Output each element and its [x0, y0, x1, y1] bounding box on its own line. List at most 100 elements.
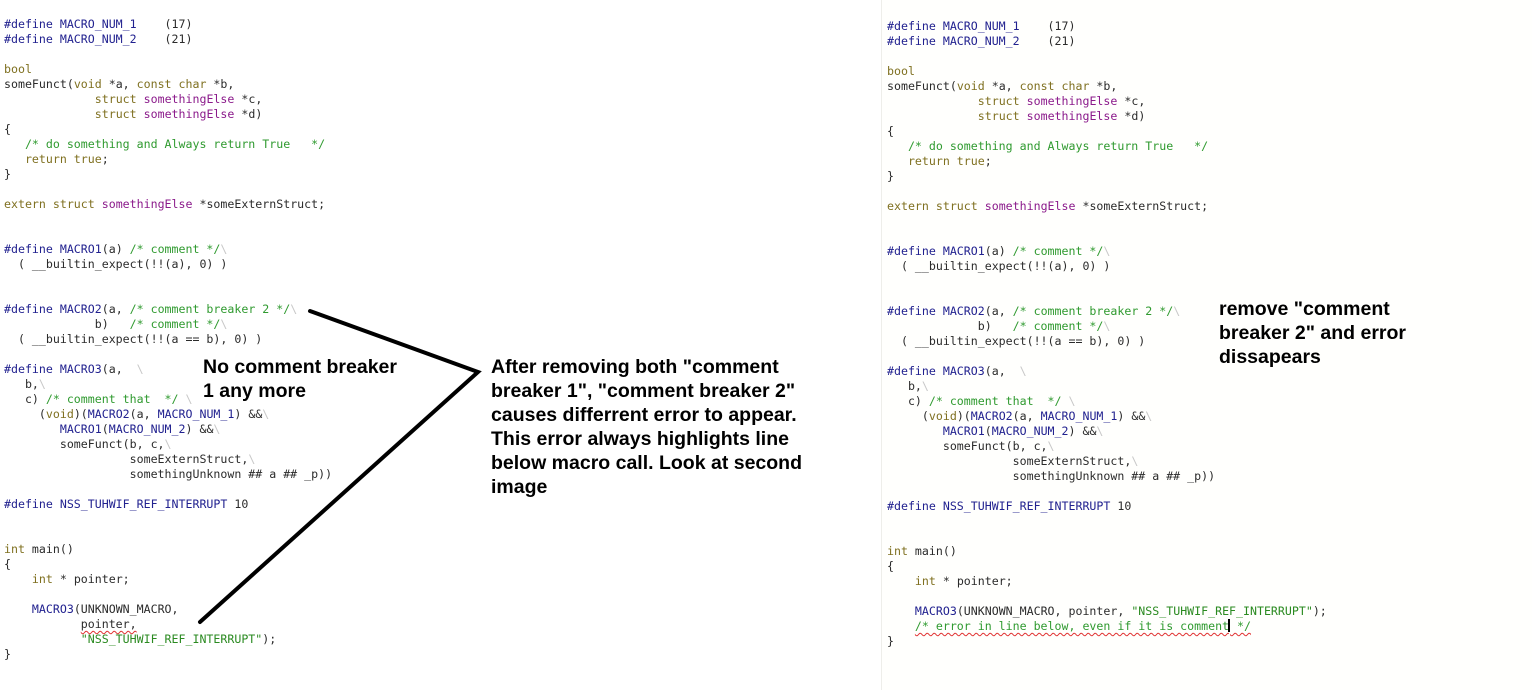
- macro-token: MACRO_NUM_2: [108, 422, 186, 436]
- line-continuation: \: [1103, 319, 1111, 333]
- line-continuation: \: [1096, 424, 1104, 438]
- code-text: [137, 92, 144, 106]
- code-text: someExternStruct,: [887, 454, 1132, 468]
- code-text: someFunct(b, c,: [887, 439, 1048, 453]
- line-continuation: \: [220, 242, 228, 256]
- string-token: "NSS_TUHWIF_REF_INTERRUPT": [80, 632, 263, 646]
- code-line: [887, 484, 1327, 499]
- keyword-token: void: [45, 407, 74, 421]
- code-line: [4, 512, 332, 527]
- code-line: #define MACRO1(a) /* comment */\: [4, 242, 332, 257]
- keyword-token: struct: [977, 109, 1020, 123]
- error-underlined-comment: */: [1230, 619, 1251, 633]
- code-line: #define NSS_TUHWIF_REF_INTERRUPT 10: [887, 499, 1327, 514]
- code-line: ( __builtin_expect(!!(a), 0) ): [4, 257, 332, 272]
- code-text: (17): [136, 17, 193, 31]
- code-text: (a,: [129, 407, 158, 421]
- code-text: )(: [73, 407, 88, 421]
- code-line: b,\: [887, 379, 1327, 394]
- macro-token: MACRO2: [87, 407, 130, 421]
- code-text: ) &&: [1068, 424, 1097, 438]
- macro-token: MACRO_NUM_2: [991, 424, 1069, 438]
- code-text: someFunct(: [887, 79, 957, 93]
- code-text: (: [887, 409, 929, 423]
- code-line: #define MACRO_NUM_2 (21): [887, 34, 1327, 49]
- code-text: *b,: [206, 77, 235, 91]
- code-text: )(: [956, 409, 971, 423]
- code-line: [4, 272, 332, 287]
- code-text: [4, 602, 32, 616]
- code-line: [4, 47, 332, 62]
- code-line: c) /* comment that */ \: [4, 392, 332, 407]
- code-text: [4, 107, 95, 121]
- code-line: someFunct(b, c,\: [887, 439, 1327, 454]
- code-text: * pointer;: [935, 574, 1013, 588]
- code-line: int main(): [887, 544, 1327, 559]
- code-line: }: [887, 634, 1327, 649]
- macro-token: MACRO3: [914, 604, 957, 618]
- macro-token: #define MACRO3: [887, 364, 985, 378]
- line-continuation: \: [1173, 304, 1181, 318]
- code-text: (a,: [1012, 409, 1041, 423]
- code-text: somethingUnknown ## a ## _p)): [887, 469, 1216, 483]
- code-text: *someExternStruct;: [192, 197, 326, 211]
- code-line: [887, 184, 1327, 199]
- comment-token: /* comment breaker 2 */: [129, 302, 291, 316]
- keyword-token: const char: [1019, 79, 1090, 93]
- code-text: someFunct(: [4, 77, 74, 91]
- right-code-editor[interactable]: #define MACRO_NUM_1 (17)#define MACRO_NU…: [887, 19, 1327, 649]
- code-text: (a,: [101, 362, 137, 376]
- code-line: int * pointer;: [887, 574, 1327, 589]
- code-text: somethingUnknown ## a ## _p)): [4, 467, 333, 481]
- code-line: [887, 589, 1327, 604]
- line-continuation: \: [213, 422, 221, 436]
- code-text: *d): [1117, 109, 1146, 123]
- code-line: }: [887, 169, 1327, 184]
- code-text: [887, 424, 943, 438]
- code-text: main(): [24, 542, 74, 556]
- code-line: #define NSS_TUHWIF_REF_INTERRUPT 10: [4, 497, 332, 512]
- line-continuation: \: [1145, 409, 1153, 423]
- type-token: somethingElse: [1026, 109, 1118, 123]
- code-line: MACRO1(MACRO_NUM_2) &&\: [4, 422, 332, 437]
- code-text: ) &&: [1117, 409, 1146, 423]
- code-line: bool: [887, 64, 1327, 79]
- code-text: (: [4, 407, 46, 421]
- code-text: [887, 109, 978, 123]
- code-text: (: [984, 424, 992, 438]
- code-line: [4, 182, 332, 197]
- code-text: );: [1312, 604, 1327, 618]
- macro-token: MACRO1: [59, 422, 102, 436]
- code-text: b): [887, 319, 1013, 333]
- code-text: }: [887, 634, 894, 648]
- code-line: ( __builtin_expect(!!(a == b), 0) ): [4, 332, 332, 347]
- code-line: MACRO3(UNKNOWN_MACRO, pointer, "NSS_TUHW…: [887, 604, 1327, 619]
- code-line: [4, 587, 332, 602]
- keyword-token: const char: [136, 77, 207, 91]
- code-text: ( __builtin_expect(!!(a), 0) ): [4, 257, 228, 271]
- code-text: [887, 619, 915, 633]
- comment-token: /* do something and Always return True *…: [887, 139, 1209, 153]
- keyword-token: int: [31, 572, 53, 586]
- macro-token: #define MACRO1: [4, 242, 102, 256]
- code-line: struct somethingElse *d): [887, 109, 1327, 124]
- code-line: int * pointer;: [4, 572, 332, 587]
- code-line: }: [4, 167, 332, 182]
- code-text: }: [4, 167, 11, 181]
- code-text: (a,: [984, 364, 1020, 378]
- code-text: [4, 422, 60, 436]
- code-text: c): [887, 394, 929, 408]
- code-line: /* do something and Always return True *…: [4, 137, 332, 152]
- code-line: #define MACRO2(a, /* comment breaker 2 *…: [887, 304, 1327, 319]
- comment-token: /* comment */: [129, 242, 221, 256]
- code-text: *c,: [234, 92, 263, 106]
- macro-token: #define MACRO_NUM_1: [4, 17, 137, 31]
- code-text: * pointer;: [52, 572, 130, 586]
- comment-token: /* comment */: [1012, 319, 1104, 333]
- code-line: somethingUnknown ## a ## _p)): [887, 469, 1327, 484]
- keyword-token: extern struct: [4, 197, 95, 211]
- code-text: [4, 632, 81, 646]
- left-code-editor[interactable]: #define MACRO_NUM_1 (17)#define MACRO_NU…: [4, 17, 332, 662]
- macro-token: #define MACRO2: [887, 304, 985, 318]
- right-editor-panel: #define MACRO_NUM_1 (17)#define MACRO_NU…: [881, 0, 1532, 690]
